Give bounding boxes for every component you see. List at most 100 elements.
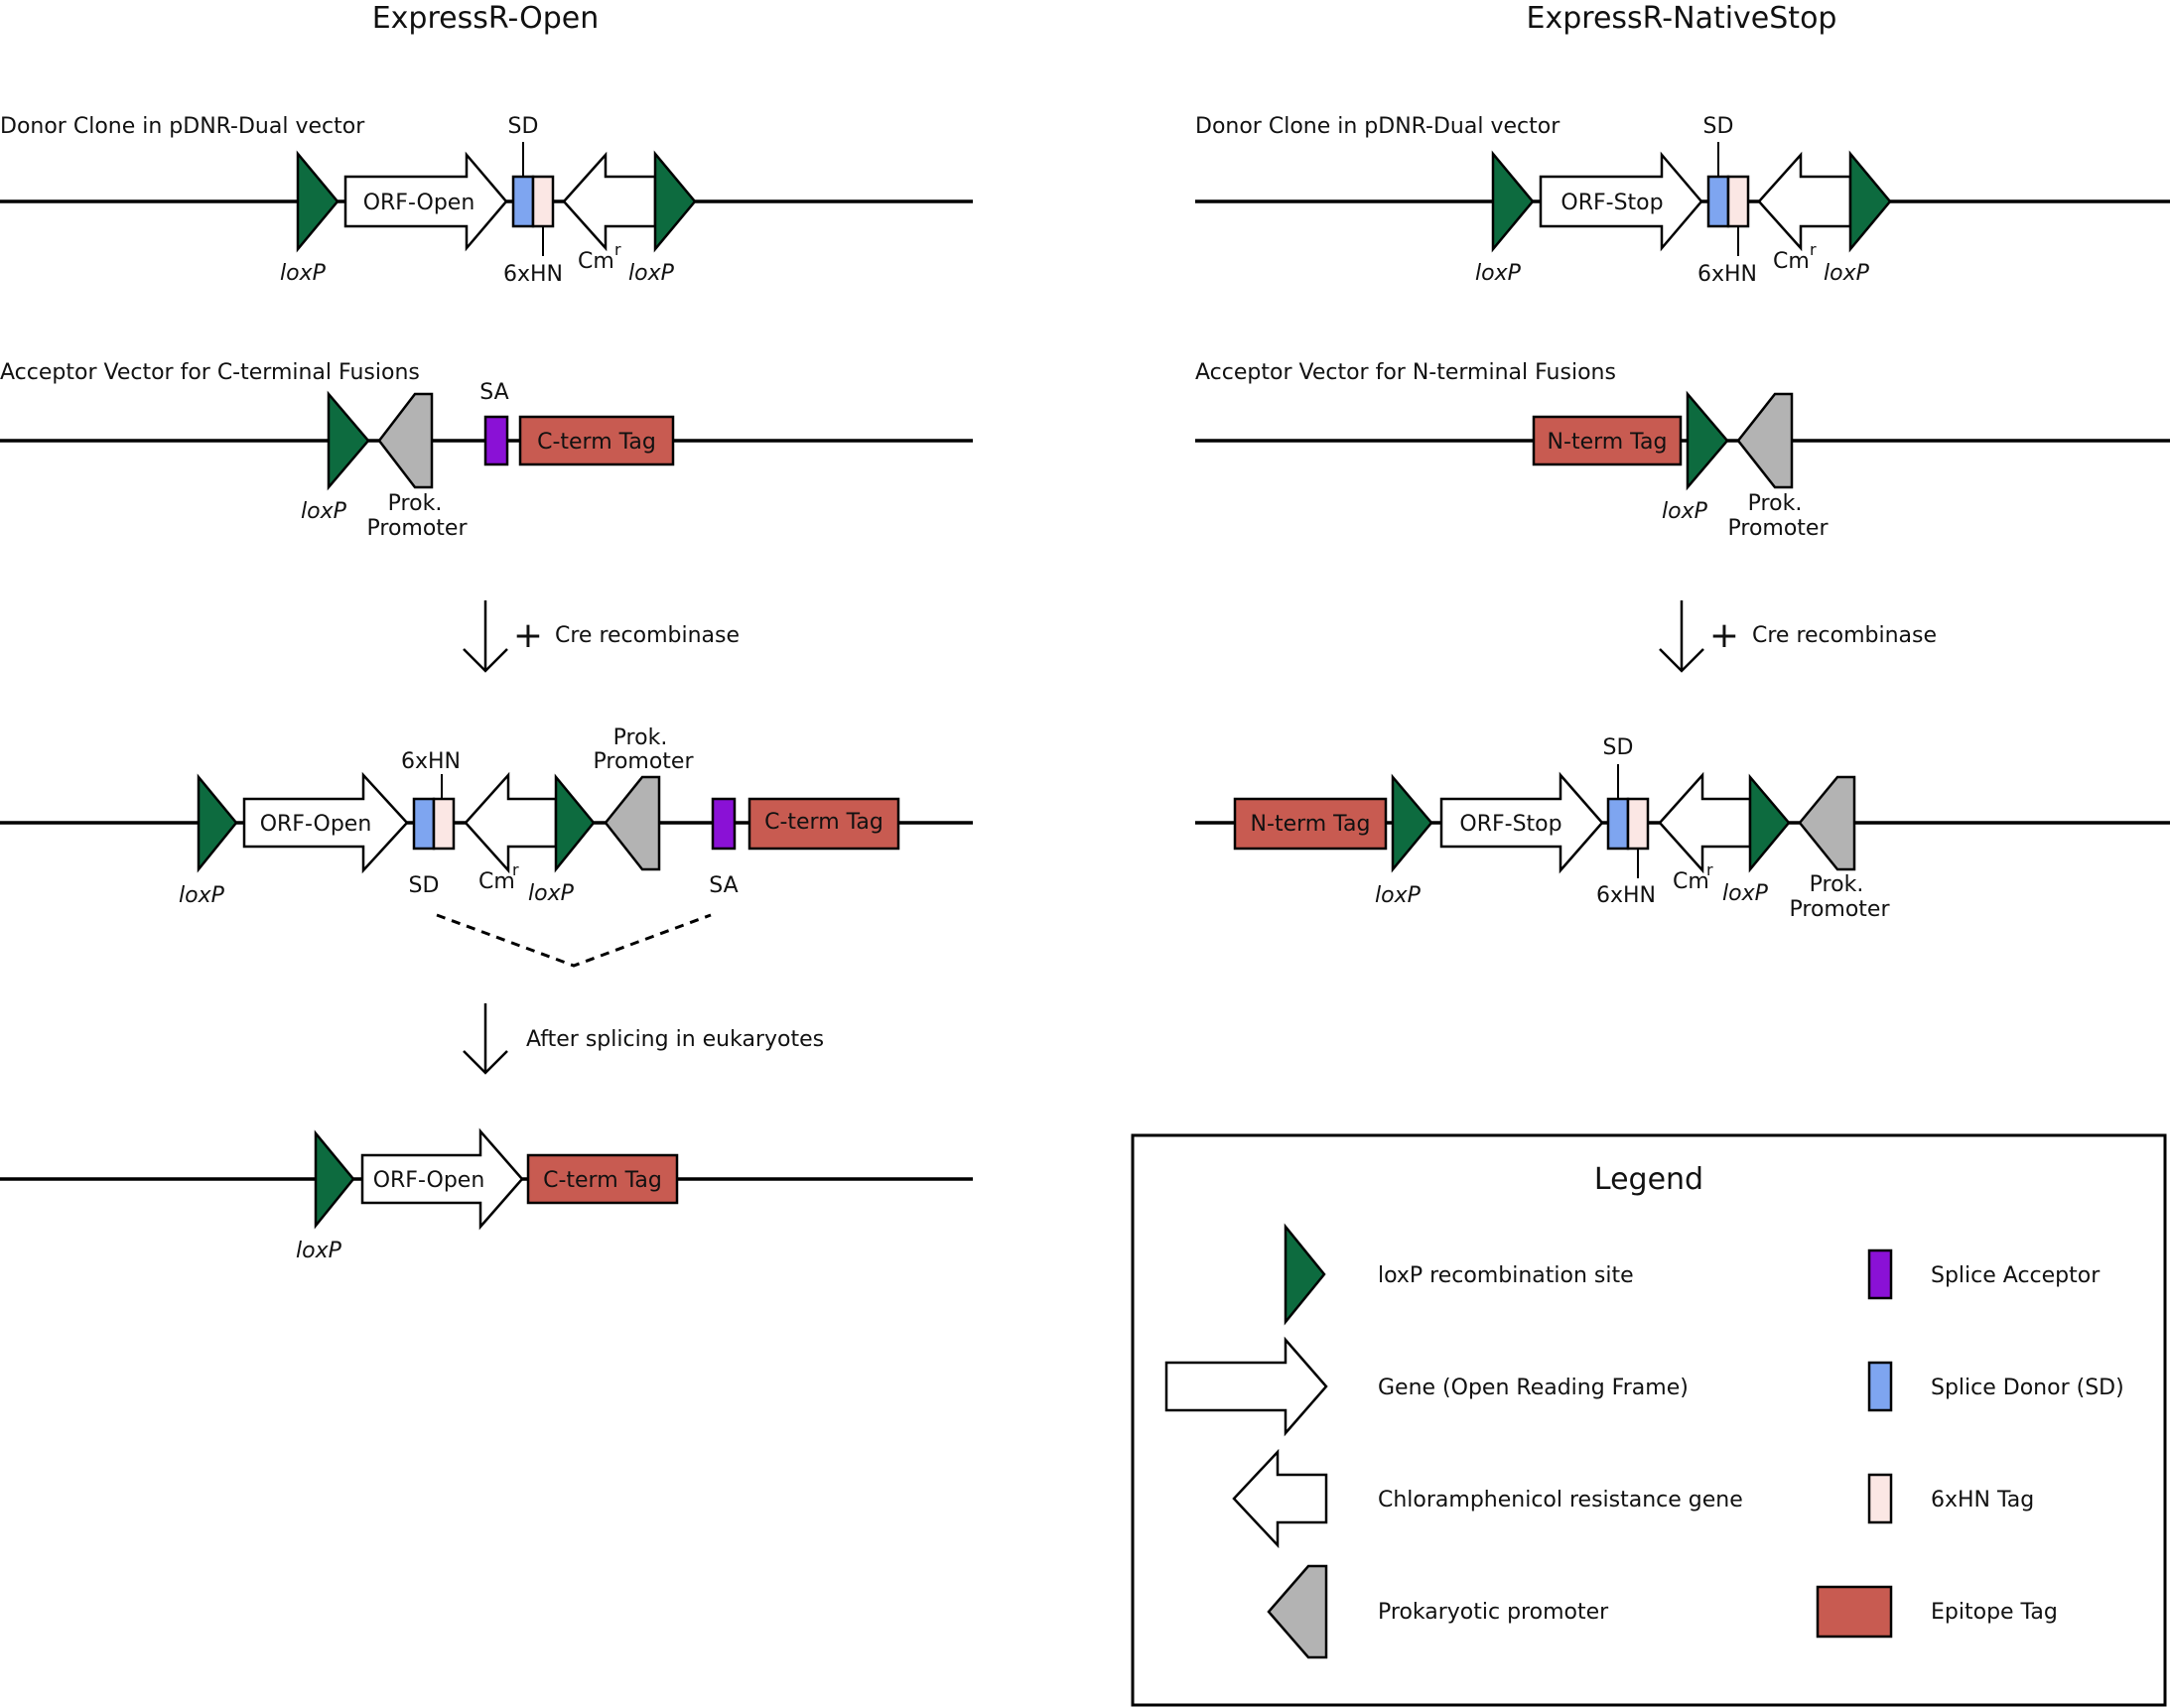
cre-label: Cre recombinase: [1752, 623, 1937, 648]
orf-stop-arrow: [1539, 151, 1703, 252]
splice-donor: [412, 797, 436, 851]
tag-label: C-term Tag: [764, 810, 883, 835]
cm-resistance-arrow: [464, 771, 558, 874]
splice-acceptor: [711, 797, 737, 851]
hn-tag: [1726, 175, 1750, 228]
splice-donor: [1606, 797, 1630, 851]
splice-acceptor-legend-icon: [1867, 1248, 1893, 1300]
stop-recombined-construct: N-term Tag ORF-Stop SD 6xHN Prok. Promot…: [1195, 735, 2170, 922]
splice-dashed-line: [436, 913, 712, 968]
prok-label-1: Prok.: [1748, 491, 1803, 516]
cre-label: Cre recombinase: [555, 623, 740, 648]
loxp-site: [327, 390, 370, 491]
cm-resistance-arrow: [1757, 151, 1852, 252]
loxp-label: loxP: [528, 881, 575, 906]
loxp-site: [1391, 773, 1433, 873]
loxp-site: [314, 1129, 355, 1230]
open-donor-construct: Donor Clone in pDNR-Dual vector ORF-Open…: [0, 114, 973, 287]
stop-cre-step: + Cre recombinase: [1659, 600, 1937, 673]
c-term-tag: [747, 797, 900, 851]
prok-promoter-arrow: [1798, 775, 1856, 871]
loxp-site: [1491, 150, 1535, 253]
sd-label: SD: [1603, 735, 1634, 760]
promoter-legend-icon: [1267, 1564, 1328, 1659]
legend-prok-label: Prokaryotic promoter: [1378, 1600, 1609, 1625]
splice-donor: [1706, 175, 1730, 228]
cm-superscript: r: [1706, 860, 1713, 879]
sd-label: SD: [1703, 114, 1734, 139]
loxp-label: loxP: [296, 1239, 342, 1263]
open-final-construct: ORF-Open C-term Tag loxP: [0, 1127, 973, 1263]
stop-donor-construct: Donor Clone in pDNR-Dual vector ORF-Stop…: [1195, 114, 2170, 287]
legend-gene-label: Gene (Open Reading Frame): [1378, 1376, 1689, 1400]
panel-title-open: ExpressR-Open: [372, 1, 600, 36]
hn-label: 6xHN: [1697, 262, 1757, 287]
open-acceptor-label: Acceptor Vector for C-terminal Fusions: [0, 360, 420, 385]
orf-stop-arrow: [1439, 771, 1604, 874]
open-splicing-step: After splicing in eukaryotes: [463, 1003, 824, 1075]
orf-label: ORF-Open: [373, 1168, 485, 1193]
loxp-label: loxP: [1375, 883, 1422, 908]
panel-expressr-nativestop: ExpressR-NativeStop Donor Clone in pDNR-…: [1131, 1, 2170, 1707]
c-term-tag: [518, 415, 675, 466]
stop-acceptor-construct: Acceptor Vector for N-terminal Fusions N…: [1195, 360, 2170, 541]
open-cre-step: + Cre recombinase: [463, 600, 740, 673]
hn-tag: [1626, 797, 1650, 851]
loxp-site: [1748, 773, 1791, 873]
n-term-tag: [1532, 415, 1683, 466]
cm-arrow-legend-icon: [1232, 1448, 1328, 1549]
down-arrow-icon: [1659, 648, 1704, 673]
cm-superscript: r: [1810, 240, 1817, 259]
loxp-label: loxP: [179, 883, 225, 908]
plus-sign: +: [513, 615, 543, 656]
stop-acceptor-label: Acceptor Vector for N-terminal Fusions: [1195, 360, 1616, 385]
cm-superscript: r: [512, 860, 519, 879]
legend-epitope-label: Epitope Tag: [1931, 1600, 2058, 1625]
tag-label: C-term Tag: [543, 1168, 662, 1193]
open-acceptor-construct: Acceptor Vector for C-terminal Fusions l…: [0, 360, 973, 541]
cm-resistance-arrow: [562, 151, 657, 252]
prok-promoter-arrow: [1736, 392, 1794, 489]
epitope-tag-legend-icon: [1816, 1585, 1893, 1639]
loxp-label: loxP: [1662, 499, 1708, 524]
splice-acceptor: [483, 415, 509, 466]
panel-expressr-open: ExpressR-Open Donor Clone in pDNR-Dual v…: [0, 1, 973, 1263]
loxp-site: [653, 150, 697, 253]
cm-label: Cm: [1673, 869, 1709, 894]
loxp-legend-icon: [1284, 1223, 1326, 1326]
prok-label-1: Prok.: [613, 725, 668, 750]
orf-label: ORF-Stop: [1459, 812, 1561, 837]
prok-label-2: Promoter: [594, 749, 695, 774]
prok-label-2: Promoter: [1728, 516, 1830, 541]
c-term-tag: [526, 1153, 679, 1205]
hn-tag: [531, 175, 555, 228]
open-recombined-construct: ORF-Open 6xHN SD Prok. Promoter SA C-ter…: [0, 725, 973, 908]
legend-sd-label: Splice Donor (SD): [1931, 1376, 2124, 1400]
sd-label: SD: [508, 114, 539, 139]
cm-label: Cm: [1773, 249, 1810, 274]
down-arrow-icon: [463, 1050, 508, 1075]
legend-hn-label: 6xHN Tag: [1931, 1488, 2034, 1512]
prok-label-2: Promoter: [367, 516, 469, 541]
orf-open-arrow: [360, 1127, 524, 1231]
loxp-label: loxP: [301, 499, 347, 524]
orf-label: ORF-Open: [363, 191, 475, 215]
sa-label: SA: [479, 380, 508, 405]
down-arrow-icon: [463, 648, 508, 673]
orf-open-arrow: [343, 151, 508, 252]
legend-box: Legend loxP recombination site Gene (Ope…: [1131, 1133, 2167, 1707]
orf-open-arrow: [242, 771, 409, 874]
splice-donor: [511, 175, 535, 228]
prok-promoter-arrow: [604, 775, 661, 871]
loxp-label: loxP: [1824, 261, 1870, 286]
hn-label: 6xHN: [1596, 883, 1656, 908]
prok-label-1: Prok.: [1810, 872, 1864, 897]
loxp-site: [296, 150, 339, 253]
loxp-label: loxP: [1475, 261, 1522, 286]
legend-cm-label: Chloramphenicol resistance gene: [1378, 1488, 1743, 1512]
hn-label: 6xHN: [503, 262, 563, 287]
splice-step-label: After splicing in eukaryotes: [526, 1027, 824, 1052]
loxp-label: loxP: [280, 261, 327, 286]
loxp-site: [197, 773, 238, 873]
